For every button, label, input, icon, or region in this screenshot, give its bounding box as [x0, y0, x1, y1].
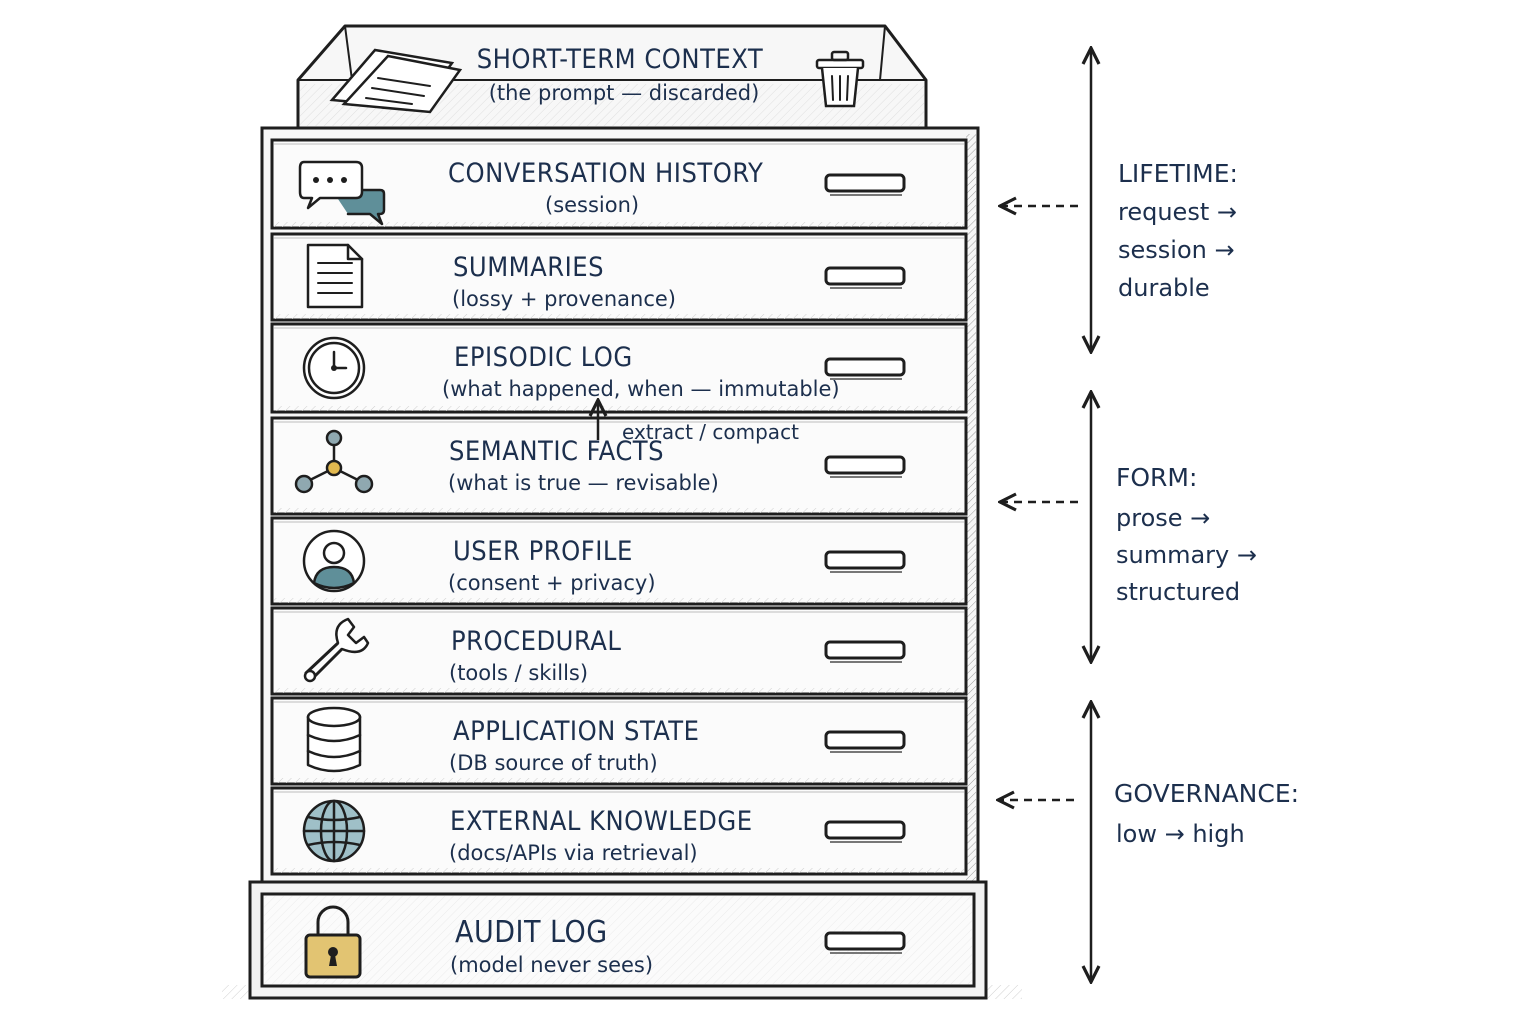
- drawer-summaries[interactable]: SUMMARIES (lossy + provenance): [270, 232, 968, 322]
- lifetime-item: durable: [1118, 274, 1210, 302]
- flow-note: extract / compact: [622, 420, 799, 444]
- drawer-episodic-log[interactable]: EPISODIC LOG (what happened, when — immut…: [270, 322, 968, 414]
- drawer-title: EXTERNAL KNOWLEDGE: [450, 806, 753, 837]
- audit-title: AUDIT LOG: [455, 915, 608, 950]
- drawer-subtitle: (tools / skills): [449, 661, 588, 685]
- form-heading: FORM:: [1116, 463, 1197, 492]
- drawer-handle[interactable]: [824, 357, 906, 380]
- drawer-procedural[interactable]: PROCEDURAL (tools / skills): [270, 606, 968, 696]
- drawer-subtitle: (what is true — revisable): [448, 471, 719, 495]
- drawer-external-knowledge[interactable]: EXTERNAL KNOWLEDGE (docs/APIs via retriev…: [270, 786, 968, 876]
- drawer-title: PROCEDURAL: [451, 626, 621, 657]
- form-item: structured: [1116, 578, 1240, 606]
- governance-heading: GOVERNANCE:: [1114, 779, 1299, 808]
- drawer-handle[interactable]: [824, 455, 906, 478]
- drawer-subtitle: (docs/APIs via retrieval): [449, 841, 698, 865]
- drawer-title: USER PROFILE: [453, 536, 633, 567]
- drawer-title: SEMANTIC FACTS: [449, 436, 664, 467]
- drawer-user-profile[interactable]: USER PROFILE (consent + privacy): [270, 516, 968, 606]
- drawer-handle[interactable]: [824, 173, 906, 196]
- audit-drawer-handle[interactable]: [824, 931, 906, 954]
- drawer-stack: CONVERSATION HISTORY (session) SUMMARIES (l…: [270, 138, 968, 876]
- user-avatar-icon: [302, 529, 366, 593]
- drawer-subtitle: (lossy + provenance): [452, 287, 676, 311]
- drawer-subtitle: (consent + privacy): [448, 571, 656, 595]
- drawer-subtitle: (what happened, when — immutable): [442, 377, 840, 401]
- padlock-icon: [304, 905, 362, 979]
- trash-can-icon: [815, 50, 865, 108]
- wrench-icon: [303, 617, 370, 683]
- drawer-handle[interactable]: [824, 266, 906, 289]
- drawer-semantic-facts[interactable]: SEMANTIC FACTS (what is true — revisable): [270, 416, 968, 516]
- globe-icon: [302, 799, 366, 863]
- lifetime-axis: LIFETIME: request → session → durable: [1002, 50, 1238, 350]
- drawer-subtitle: (session): [545, 193, 639, 217]
- drawer-handle[interactable]: [824, 550, 906, 573]
- drawer-title: CONVERSATION HISTORY: [448, 158, 763, 189]
- extract-compact-arrow: extract / compact: [598, 402, 799, 444]
- drawer-handle[interactable]: [824, 820, 906, 843]
- drawer-subtitle: (DB source of truth): [449, 751, 658, 775]
- drawer-handle[interactable]: [824, 730, 906, 753]
- tray-title: SHORT-TERM CONTEXT: [477, 44, 764, 75]
- audit-log-drawer[interactable]: AUDIT LOG (model never sees): [248, 880, 988, 1000]
- form-item: prose →: [1116, 504, 1210, 532]
- form-axis: FORM: prose → summary → structured: [1002, 394, 1257, 660]
- drawer-title: EPISODIC LOG: [454, 342, 633, 373]
- drawer-application-state[interactable]: APPLICATION STATE (DB source of truth): [270, 696, 968, 786]
- governance-axis: GOVERNANCE: low → high: [1000, 704, 1299, 980]
- graph-nodes-icon: [294, 429, 374, 494]
- form-item: summary →: [1116, 541, 1257, 569]
- database-icon: [306, 706, 362, 773]
- paper-stack-icon: [329, 48, 463, 114]
- governance-item: low → high: [1116, 820, 1245, 848]
- clock-icon: [302, 336, 366, 400]
- audit-subtitle: (model never sees): [450, 953, 653, 977]
- short-term-context-tray: SHORT-TERM CONTEXT (the prompt — discard…: [296, 24, 928, 130]
- drawer-conversation-history[interactable]: CONVERSATION HISTORY (session): [270, 138, 968, 230]
- lifetime-item: session →: [1118, 236, 1235, 264]
- drawer-title: APPLICATION STATE: [453, 716, 699, 747]
- tray-subtitle: (the prompt — discarded): [489, 81, 760, 105]
- drawer-handle[interactable]: [824, 640, 906, 663]
- chat-bubbles-icon: [298, 160, 386, 226]
- drawer-title: SUMMARIES: [453, 252, 604, 283]
- lifetime-item: request →: [1118, 198, 1237, 226]
- document-icon: [306, 243, 364, 309]
- lifetime-heading: LIFETIME:: [1118, 159, 1238, 188]
